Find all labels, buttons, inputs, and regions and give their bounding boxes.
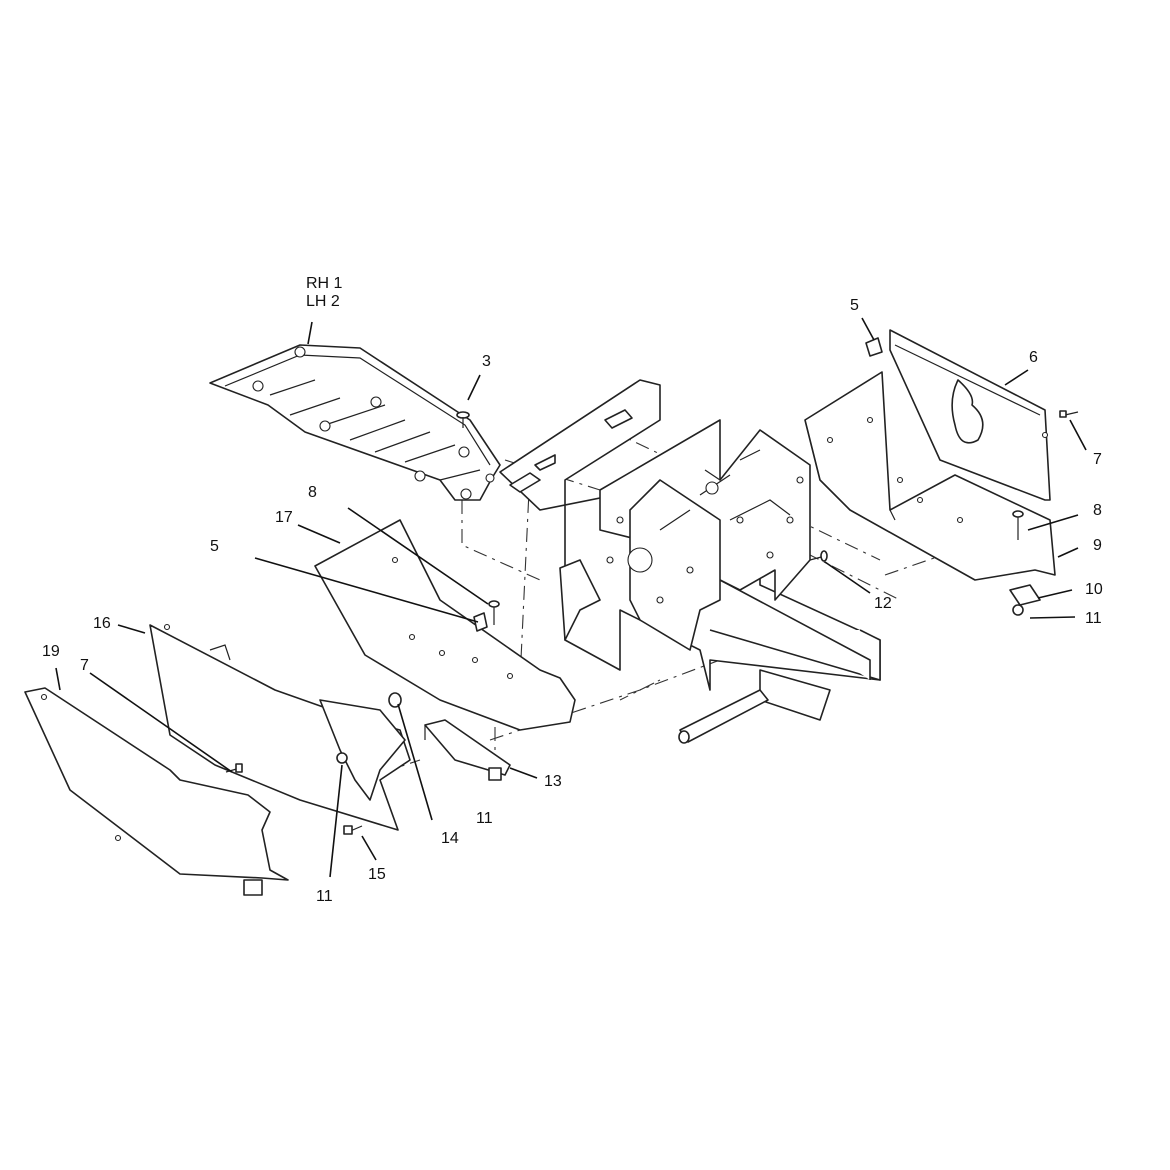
running-board (209, 344, 501, 501)
callout-5-left: 5 (210, 538, 219, 555)
nut-11-right (1012, 604, 1024, 616)
callout-9: 9 (1093, 537, 1102, 554)
callout-16: 16 (93, 615, 111, 632)
clip-10 (1009, 584, 1041, 606)
nut-11-center (488, 767, 502, 781)
callout-labels: RH 1 LH 2 3 5 6 7 8 9 10 11 12 8 17 5 16… (42, 275, 1103, 905)
bolt-8-left (488, 600, 500, 625)
callout-8-left: 8 (308, 484, 317, 501)
bolt-15 (343, 825, 363, 835)
callout-11-right: 11 (1085, 610, 1102, 627)
callout-11-left: 11 (316, 888, 333, 905)
callout-13: 13 (544, 773, 562, 790)
callout-11-center: 11 (476, 810, 493, 827)
rear-panel-6 (889, 329, 1051, 501)
callout-6: 6 (1029, 349, 1038, 366)
callout-rh1: RH 1 (306, 275, 343, 292)
callout-17: 17 (275, 509, 293, 526)
fender-17 (314, 519, 576, 731)
bolt-7-right (1059, 410, 1079, 418)
callout-19: 19 (42, 643, 60, 660)
bolt-7-left (225, 763, 243, 773)
clip-5-right (865, 337, 883, 357)
bolt-3 (456, 411, 470, 428)
callout-7-right: 7 (1093, 451, 1102, 468)
callout-lh2: LH 2 (306, 293, 340, 310)
leader-lines (55, 317, 1087, 878)
clip-5-left (473, 612, 488, 632)
bolt-8-right (1012, 510, 1024, 540)
callout-3: 3 (482, 353, 491, 370)
callout-15: 15 (368, 866, 386, 883)
nut-11-left (336, 752, 348, 764)
callout-8-right: 8 (1093, 502, 1102, 519)
callout-14: 14 (441, 830, 459, 847)
panel-19 (24, 687, 289, 896)
bracket-13 (424, 719, 511, 776)
callout-12: 12 (874, 595, 892, 612)
callout-10: 10 (1085, 581, 1103, 598)
rear-rails (678, 579, 881, 744)
bolt-12 (809, 550, 828, 562)
main-frame (499, 379, 881, 691)
callout-5-right: 5 (850, 297, 859, 314)
callout-7-left: 7 (80, 657, 89, 674)
